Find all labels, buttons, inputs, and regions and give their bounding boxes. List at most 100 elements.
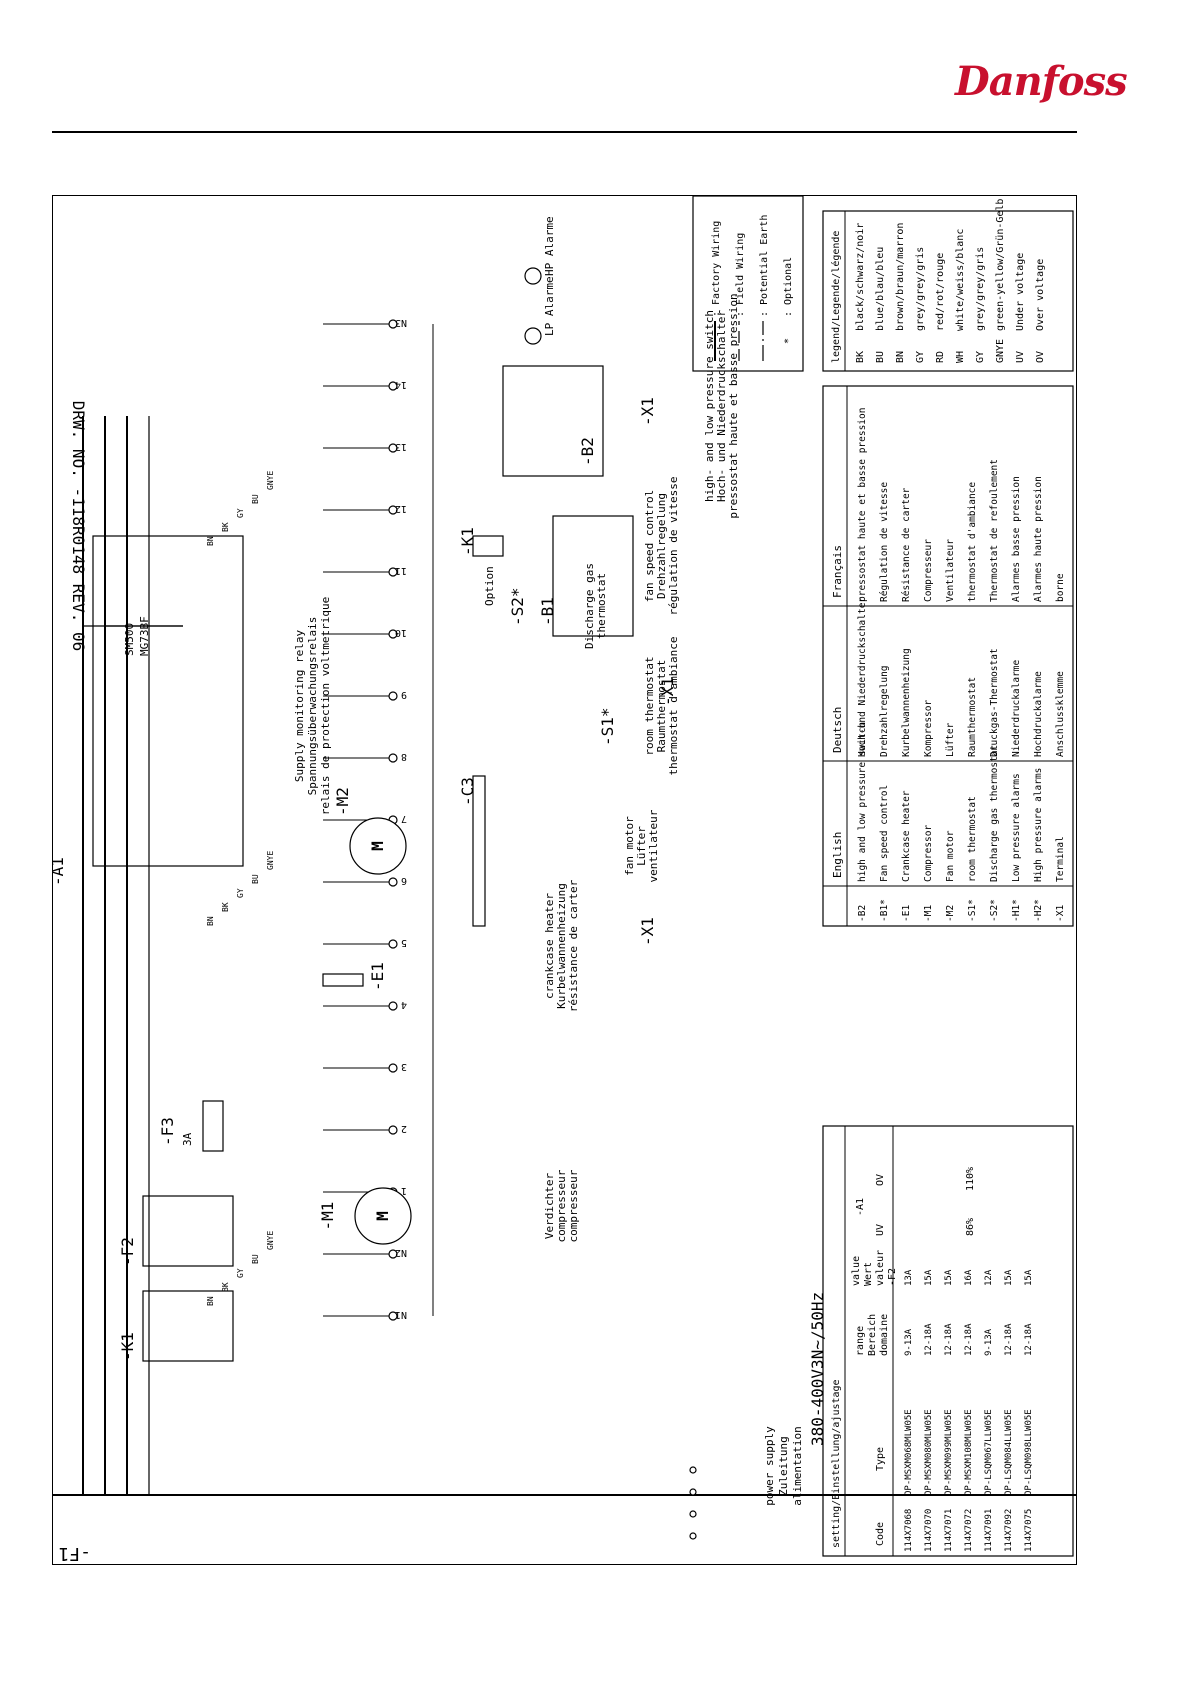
x1-terminal-label: 11 [395,565,407,576]
wire-colour-tag: BU [251,494,260,504]
header-rule [52,131,1077,133]
colour-legend-code: UV [1015,351,1026,363]
fan-motor-m2 [349,817,407,875]
fan-motor-caption: fan motor [623,816,636,876]
hp-alarm-label: HP Alarme [543,216,556,276]
x1-terminal [388,1001,398,1011]
component-table-cell: Alarmes basse pression [1011,476,1022,602]
component-table-cell: -S2* [989,899,1000,922]
settings-cell-type: OP-MSXM099MLW05E [944,1409,954,1496]
room-thermostat-caption: room thermostat [643,656,656,755]
settings-header-value: valeur [875,1250,886,1286]
component-table-cell: Hochdruckalarme [1033,671,1044,757]
legend-line-label: : Field Wiring [735,233,746,317]
compressor-caption: compresseur [567,1169,580,1242]
wire-colour-tag: BU [251,1254,260,1264]
component-table-cell: Ventilateur [945,539,956,602]
component-table [822,385,1074,927]
footer-rule [52,1494,1077,1496]
colour-legend-code: GY [915,351,926,363]
x1-terminal-label: 4 [401,999,407,1010]
settings-cell-code: 114X7070 [924,1509,934,1552]
line-style-legend [692,195,804,372]
f1-contact [689,1532,697,1540]
component-table-cell: -X1 [1055,905,1066,922]
f1-contact [689,1488,697,1496]
component-table-header: Français [831,545,844,598]
component-table-cell: Compresseur [923,539,934,602]
wire-colour-tag: GNYE [266,851,275,870]
component-table-cell: Lüfter [945,722,956,757]
k1-coil [472,535,504,557]
power-supply-caption: alimentation [791,1426,804,1505]
settings-cell-type: OP-LSQM098LLW05E [1024,1409,1034,1496]
component-table-cell: Terminal [1055,836,1066,882]
lp-alarm-label: LP Alarme [543,276,556,336]
x1-terminal-label: 6 [401,875,407,886]
f3-fuse [202,1100,224,1152]
colour-legend-text: Under voltage [1015,253,1026,331]
option-label: Option [483,566,496,606]
x1-terminal [388,1063,398,1073]
compressor-m1 [354,1187,412,1245]
label-s1: -S1* [598,707,617,746]
wire-colour-tag: BN [206,536,215,546]
wire-colour-tag: GY [236,1268,245,1278]
x1-terminal [388,939,398,949]
component-table-cell: -H2* [1033,899,1044,922]
settings-cell-code: 114X7072 [964,1509,974,1552]
settings-title: setting/Einstellung/ajustage [831,1379,842,1548]
component-table-cell: -S1* [967,899,978,922]
wire-colour-tag: BN [206,916,215,926]
label-m2: -M2 [333,787,352,816]
settings-cell-value: 16A [964,1269,974,1286]
settings-cell-type: OP-LSQM067LLW05E [984,1409,994,1496]
settings-table [822,1125,1074,1557]
label-f1: -F1 [58,1543,91,1564]
x1-terminal-label: 10 [395,627,407,638]
settings-header-range: range [855,1326,866,1356]
label-k1-coil: -K1 [458,527,477,556]
settings-cell-value: 13A [904,1269,914,1286]
wire-colour-tag: GY [236,508,245,518]
component-table-cell: Régulation de vitesse [879,482,890,602]
settings-cell-code: 114X7092 [1004,1509,1014,1552]
wire-colour-tag: BU [251,874,260,884]
component-table-cell: Low pressure alarms [1011,773,1022,882]
colour-legend-text: grey/grey/gris [915,247,926,331]
wire-colour-tag: BK [221,902,230,912]
crankcase-caption: crankcase heater [543,893,556,999]
settings-cell-value: 12A [984,1269,994,1286]
colour-legend-title: legend/Legende/légende [830,231,842,363]
wire-colour-tag: GNYE [266,1231,275,1250]
hp-lp-switch-caption: high- and low pressure switch [703,310,716,502]
label-a1: -A1 [53,857,67,886]
settings-ov-value: 110% [965,1167,976,1191]
x1-terminal [388,1125,398,1135]
settings-header-type: Type [875,1447,886,1471]
relay-model: SM500 [123,623,136,656]
colour-legend-code: BU [875,351,886,363]
component-table-cell: Thermostat de refoulement [989,459,1000,602]
f1-contact [689,1466,697,1474]
capacitor-c3 [472,775,486,927]
label-b1: -B1 [538,597,557,626]
legend-line-label: : Potential Earth [759,215,770,317]
component-table-cell: -M1 [923,905,934,922]
f1-contact [689,1510,697,1518]
compressor-caption: Verdichter [543,1173,556,1240]
label-x1: -X1 [638,917,657,946]
label-x1-fan: -X1 [658,677,677,706]
f2-overload [142,1195,234,1267]
settings-uv-value: 86% [965,1218,976,1236]
wire-colour-tag: GNYE [266,471,275,490]
colour-legend-text: brown/braun/marron [895,223,906,331]
hp-alarm-lamp [524,267,542,285]
colour-legend-code: OV [1035,351,1046,363]
colour-legend-code: GNYE [995,339,1006,363]
legend-line-label: : Optional [783,257,794,317]
label-m1: -M1 [318,1202,337,1231]
label-e1: -E1 [368,962,387,991]
